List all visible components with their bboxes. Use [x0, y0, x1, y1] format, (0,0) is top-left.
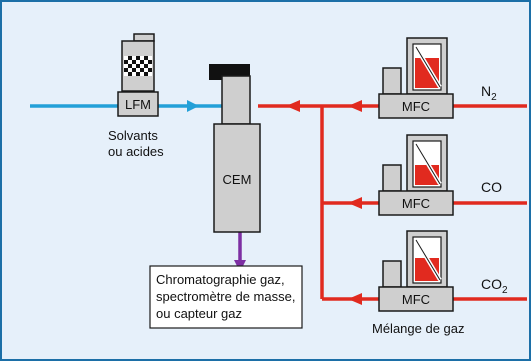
mfc-valve-block — [382, 164, 402, 192]
gas-n2-sub: 2 — [491, 92, 497, 103]
gas-arrow-n2-icon — [348, 100, 362, 112]
mfc-unit-co: MFC — [378, 134, 454, 216]
output-line1: Chromatographie gaz, — [156, 272, 285, 287]
mfc-box — [378, 93, 454, 119]
cem-connector — [221, 75, 251, 125]
lfm-box — [117, 91, 159, 117]
gas-cylinder-diagonal-line — [415, 143, 441, 185]
gas-arrow-co2-icon — [348, 293, 362, 305]
gas-co-label: CO — [481, 179, 502, 195]
mfc-label: MFC — [402, 292, 430, 307]
mfc-valve-block — [382, 260, 402, 288]
gas-co2-sub: 2 — [502, 285, 508, 296]
gas-arrow-main-icon — [286, 100, 300, 112]
gas-n2-main: N — [481, 83, 491, 99]
checkered-bottle-pattern — [124, 56, 152, 76]
mfc-unit-n2: MFC — [378, 37, 454, 119]
mfc-box — [378, 286, 454, 312]
mfc-label: MFC — [402, 196, 430, 211]
solvants-label-line2: ou acides — [108, 144, 164, 159]
liquid-bottle-cap — [133, 33, 155, 42]
mfc-box — [378, 190, 454, 216]
liquid-source: LFM — [117, 33, 159, 117]
mfc-valve-block — [382, 67, 402, 95]
output-line3: ou capteur gaz — [156, 306, 242, 321]
gas-cylinder-fill — [415, 58, 439, 88]
gas-co2-label: CO2 — [481, 276, 508, 296]
lfm-label: LFM — [125, 97, 151, 112]
solvants-label-line1: Solvants — [108, 128, 158, 143]
gas-co2-main: CO — [481, 276, 502, 292]
mfc-unit-co2: MFC — [378, 230, 454, 312]
gas-arrow-co-icon — [348, 197, 362, 209]
output-line2: spectromètre de masse, — [156, 289, 295, 304]
output-box — [149, 265, 303, 329]
cem-body — [213, 123, 261, 233]
gas-cylinder-diagonal-line — [415, 46, 441, 88]
gas-mixture-label: Mélange de gaz — [372, 321, 465, 336]
cem-unit: CEM — [209, 64, 261, 233]
liquid-flow-arrow-icon — [187, 100, 199, 112]
gas-n2-label: N2 — [481, 83, 497, 103]
cem-label: CEM — [223, 172, 252, 187]
gas-cylinder-fill — [415, 258, 439, 281]
gas-cylinder-diagonal-line — [415, 239, 441, 281]
mfc-label: MFC — [402, 99, 430, 114]
